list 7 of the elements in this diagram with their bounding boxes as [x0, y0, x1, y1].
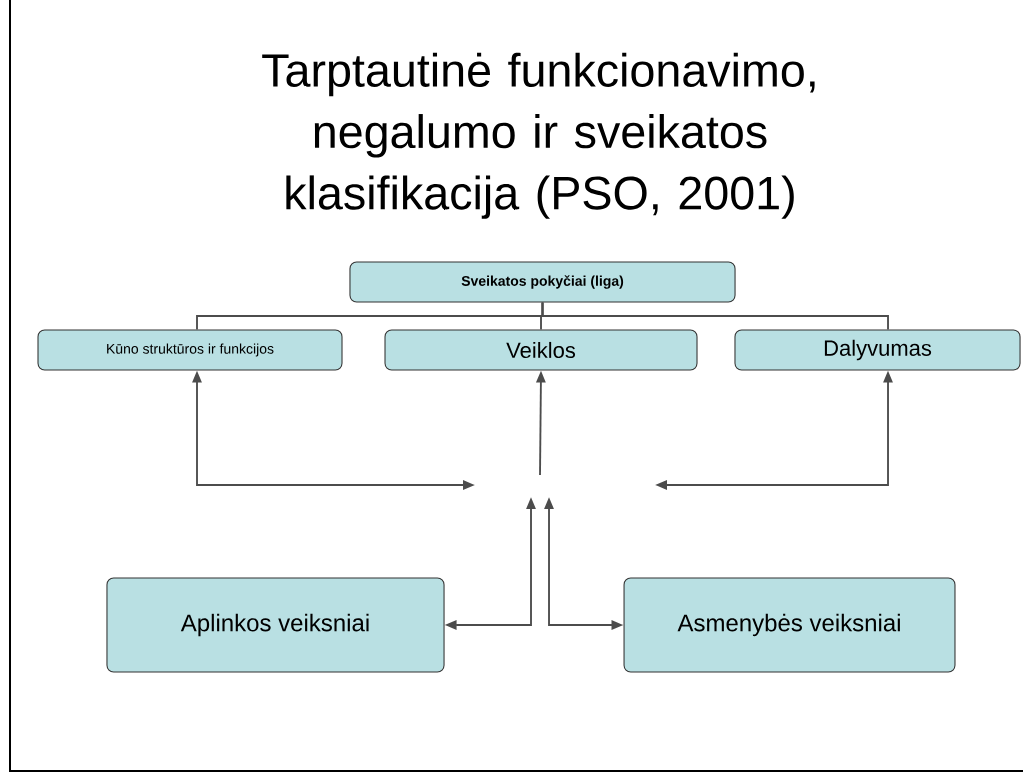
- process-box: Aplinkos veiksniai: [106, 577, 445, 673]
- process-box: Sveikatos pokyčiai (liga): [349, 261, 736, 303]
- process-box: Asmenybės veiksniai: [623, 577, 956, 673]
- process-box: Kūno struktūros ir funkcijos: [37, 329, 343, 371]
- title: Tarptautinė funkcionavimo, negalumo ir sveikatos klasifikacija (PSO, 2001): [262, 52, 815, 219]
- process-box: Dalyvumas: [734, 329, 1021, 371]
- process-box: Veiklos: [384, 329, 698, 371]
